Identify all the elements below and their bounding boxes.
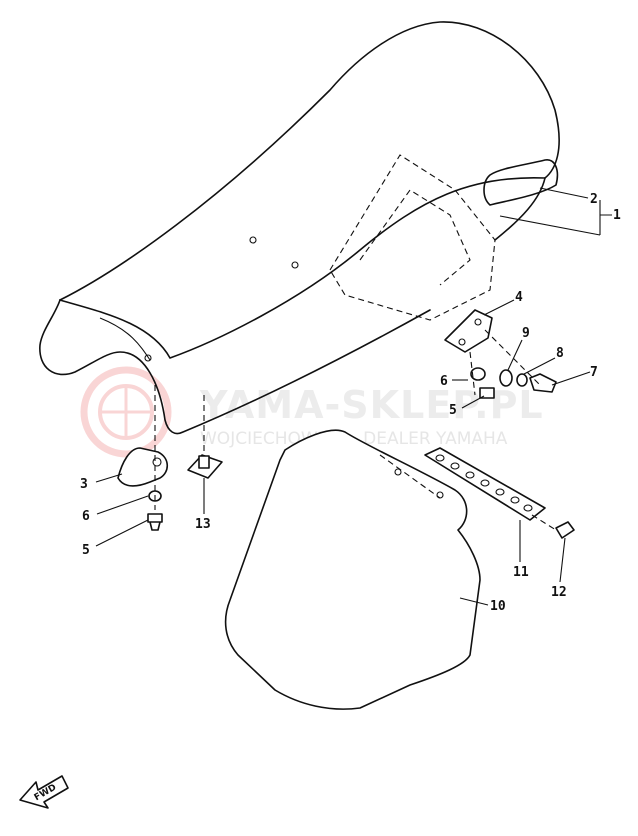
- callout-7: 7: [590, 365, 598, 380]
- bolt-5-rear: [479, 387, 495, 399]
- screw-12: [555, 521, 575, 539]
- mounting-plate: [424, 447, 546, 521]
- mud-flap: [224, 429, 481, 710]
- seat-rivet: [144, 354, 152, 362]
- seat-bottom-edge: [59, 176, 546, 359]
- bracket-hole: [152, 457, 162, 467]
- washer-9: [499, 369, 513, 387]
- bracket-hole: [474, 318, 482, 326]
- flap-hole: [394, 468, 402, 476]
- seat-inner-line: [99, 317, 151, 361]
- grab-strap: [483, 159, 559, 206]
- washer-6-rear: [470, 367, 486, 381]
- seat-rivet: [291, 261, 299, 269]
- mounting-plate-holes: [435, 454, 533, 512]
- callout-10: 10: [490, 599, 506, 614]
- callout-6-front: 6: [82, 509, 90, 524]
- watermark: YAMA-SKLEP.PL WOJCIECHOWICZ - DEALER YAM…: [80, 366, 543, 458]
- seat-hidden-base: [329, 154, 496, 321]
- bolt-5-front: [147, 513, 163, 531]
- plate-axis: [379, 454, 441, 499]
- seat-assembly: [39, 21, 560, 435]
- callout-3: 3: [80, 477, 88, 492]
- callout-2: 2: [590, 192, 598, 207]
- bolt-axis: [484, 329, 541, 386]
- watermark-logo: [80, 366, 172, 458]
- seat-rivet: [249, 236, 257, 244]
- screw-axis: [531, 514, 557, 531]
- callout-5-rear: 5: [449, 403, 457, 418]
- seat-side-outline: [39, 299, 431, 435]
- callout-13: 13: [195, 517, 211, 532]
- callout-11: 11: [513, 565, 529, 580]
- rear-bracket: [444, 309, 493, 353]
- fwd-arrow-icon: [19, 775, 69, 809]
- bolt-7: [529, 373, 557, 393]
- bracket-hole: [458, 338, 466, 346]
- callout-6-rear: 6: [440, 374, 448, 389]
- clip-nut-boss: [198, 455, 210, 469]
- callout-4: 4: [515, 290, 523, 305]
- seat-rear-edge: [494, 177, 546, 241]
- rear-fastener-axis: [469, 351, 476, 396]
- callout-8: 8: [556, 346, 564, 361]
- callout-12: 12: [551, 585, 567, 600]
- callout-1: 1: [613, 208, 621, 223]
- callout-9: 9: [522, 326, 530, 341]
- nut-8: [516, 373, 528, 387]
- leader-lines: [95, 187, 612, 606]
- callouts: 1 2 3 4 5 5 6 6 7 8 9 10 11 12 13: [80, 192, 621, 614]
- callout-5-front: 5: [82, 543, 90, 558]
- seat-hidden-base-inner: [359, 189, 471, 286]
- seat-top-outline: [59, 21, 560, 301]
- forward-direction-marker: FWD: [19, 775, 69, 809]
